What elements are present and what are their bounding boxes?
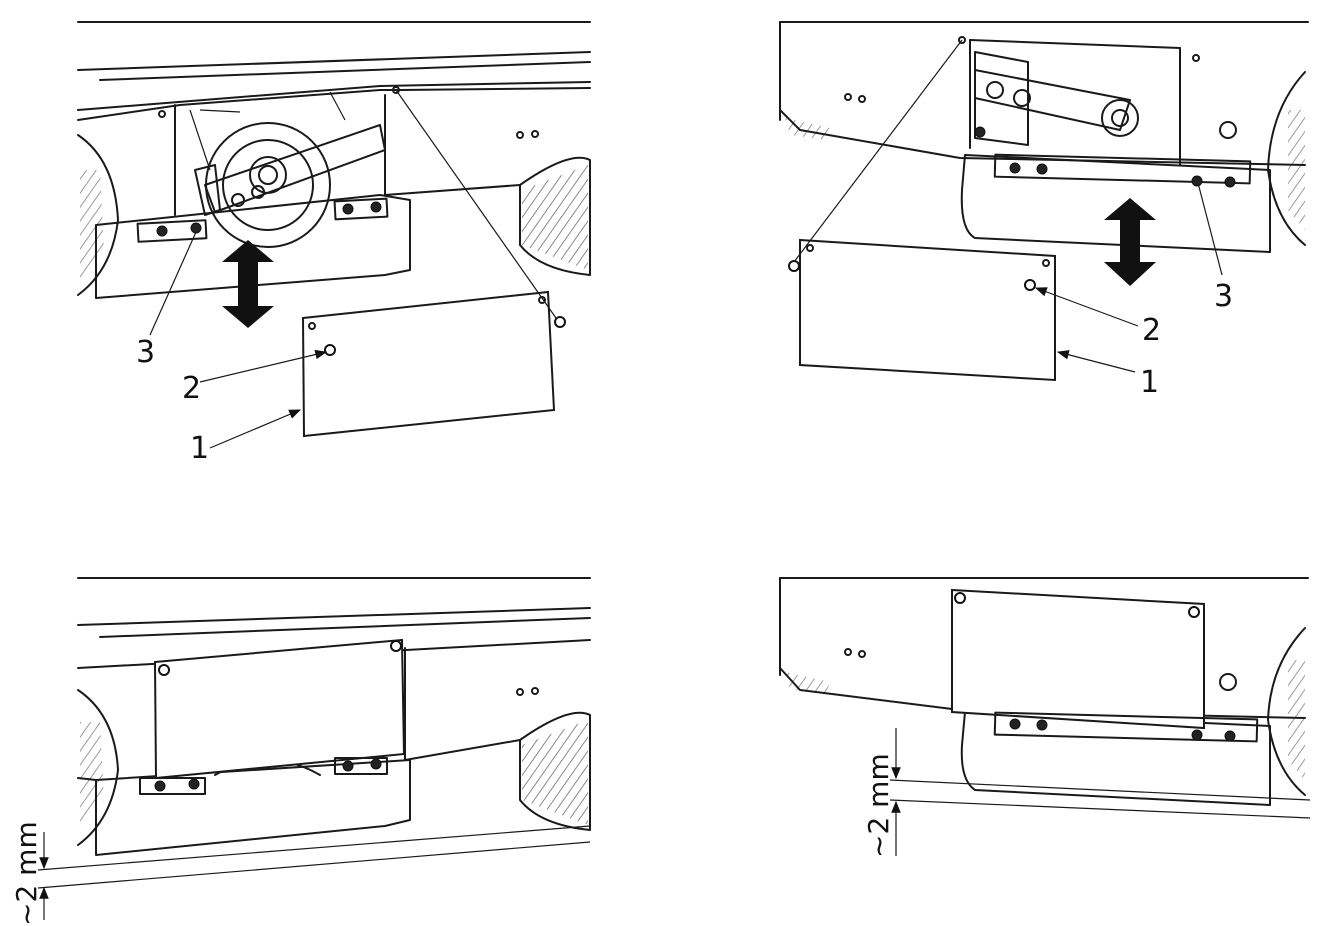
screw-icon bbox=[1188, 606, 1200, 618]
cover-plate bbox=[301, 290, 556, 438]
screw-icon bbox=[954, 592, 966, 604]
view-top-left: 1 2 3 bbox=[77, 21, 591, 466]
bracket-left bbox=[139, 777, 206, 795]
callout-2: 2 bbox=[1142, 313, 1161, 348]
callout-1: 1 bbox=[190, 431, 209, 466]
cover-plate bbox=[799, 238, 1056, 382]
right-wheel bbox=[1267, 627, 1306, 796]
bracket-left bbox=[136, 219, 208, 243]
bracket-right bbox=[334, 757, 388, 775]
callout-2: 2 bbox=[182, 371, 201, 406]
cover-plate bbox=[153, 638, 406, 780]
bracket bbox=[993, 711, 1259, 743]
bracket bbox=[993, 153, 1252, 185]
screw-icon bbox=[158, 664, 170, 676]
view-bottom-right: ~2 mm bbox=[779, 577, 1311, 858]
view-bottom-left: ~2 mm bbox=[10, 577, 591, 926]
arrow-icon bbox=[222, 240, 274, 328]
screw-icon bbox=[1024, 279, 1036, 291]
callout-3: 3 bbox=[1214, 279, 1233, 314]
brush bbox=[519, 156, 591, 276]
screw-icon bbox=[788, 260, 800, 272]
bracket-right bbox=[333, 197, 389, 221]
brush bbox=[519, 711, 591, 831]
gap-dimension-label: ~2 mm bbox=[10, 821, 43, 926]
screw-icon bbox=[324, 344, 336, 356]
gap-dimension-label: ~2 mm bbox=[862, 753, 895, 858]
screw-icon bbox=[390, 640, 402, 652]
arrow-icon bbox=[1104, 198, 1156, 286]
callout-3: 3 bbox=[136, 335, 155, 370]
lever-arm bbox=[204, 124, 386, 213]
callout-1: 1 bbox=[1140, 365, 1159, 400]
lever-arm bbox=[974, 69, 1131, 131]
screw-icon bbox=[554, 316, 566, 328]
cover-plate bbox=[951, 588, 1205, 730]
view-top-right: 1 2 3 bbox=[779, 21, 1309, 400]
